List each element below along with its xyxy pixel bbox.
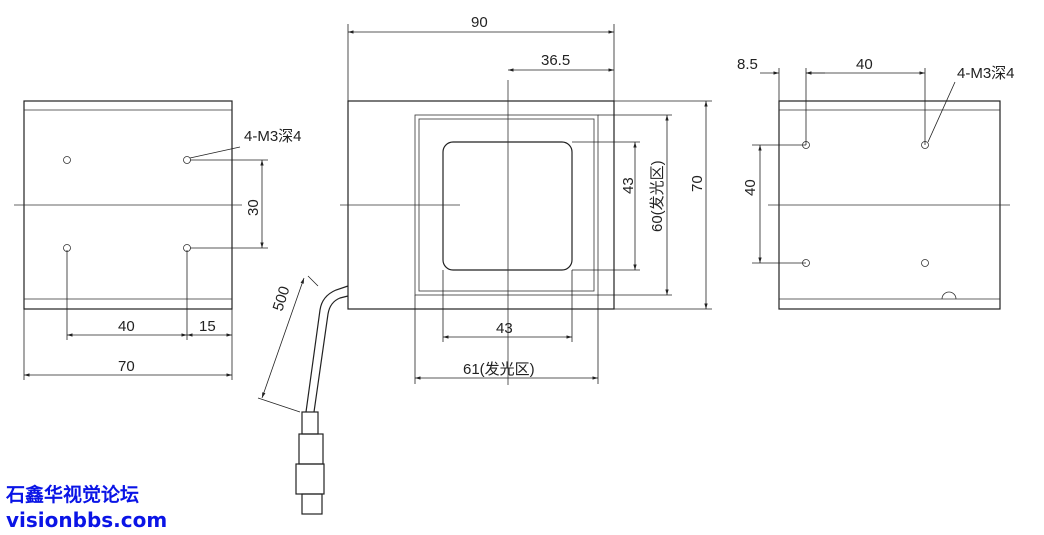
- left-view: 4-M3深4 30 40 15 70: [14, 100, 302, 380]
- dim-60-emit: 60(发光区): [649, 160, 666, 232]
- dim-15: 15: [199, 318, 216, 335]
- dim-43-horizontal: 43: [496, 320, 513, 337]
- watermark-url: visionbbs.com: [6, 508, 168, 532]
- dim-43-vertical: 43: [620, 177, 637, 194]
- hole-label: 4-M3深4: [244, 128, 302, 145]
- dim-70-vertical: 70: [689, 175, 706, 192]
- hole-label: 4-M3深4: [957, 65, 1015, 82]
- dim-36-5: 36.5: [541, 52, 570, 69]
- dim-30: 30: [245, 199, 262, 216]
- dim-8-5: 8.5: [737, 56, 758, 73]
- right-view: 8.5 40 4-M3深4 40: [737, 56, 1015, 310]
- cable: [295, 285, 349, 515]
- dim-61-emit: 61(发光区): [463, 361, 535, 378]
- dim-40: 40: [118, 318, 135, 335]
- mounting-holes: [802, 141, 957, 300]
- front-view: 90 36.5 43 60(发光区) 70 43 61(发光区): [257, 14, 712, 515]
- dim-40-vertical: 40: [742, 179, 759, 196]
- cable-exit: [941, 291, 957, 300]
- mounting-holes: [63, 156, 191, 252]
- dim-70: 70: [118, 358, 135, 375]
- dim-90: 90: [471, 14, 488, 31]
- dim-40-horizontal: 40: [856, 56, 873, 73]
- cable-length: 500: [270, 284, 294, 313]
- watermark-title: 石鑫华视觉论坛: [6, 484, 140, 506]
